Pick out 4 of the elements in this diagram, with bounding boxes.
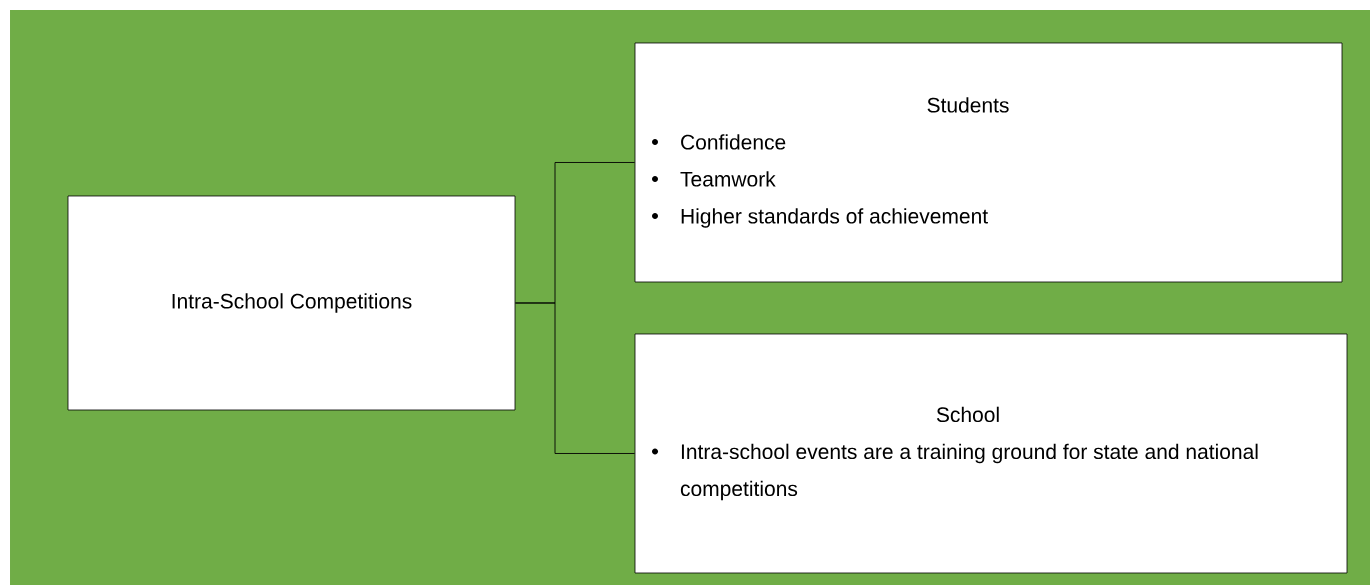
text-box: Students Confidence Teamwork Higher standards of achievement xyxy=(634,42,1343,283)
text-box: Intra-School Competitions xyxy=(67,195,516,411)
connector-line xyxy=(514,302,636,454)
text-box: School Intra-school events are a training ground for state and national competitions xyxy=(634,333,1348,574)
